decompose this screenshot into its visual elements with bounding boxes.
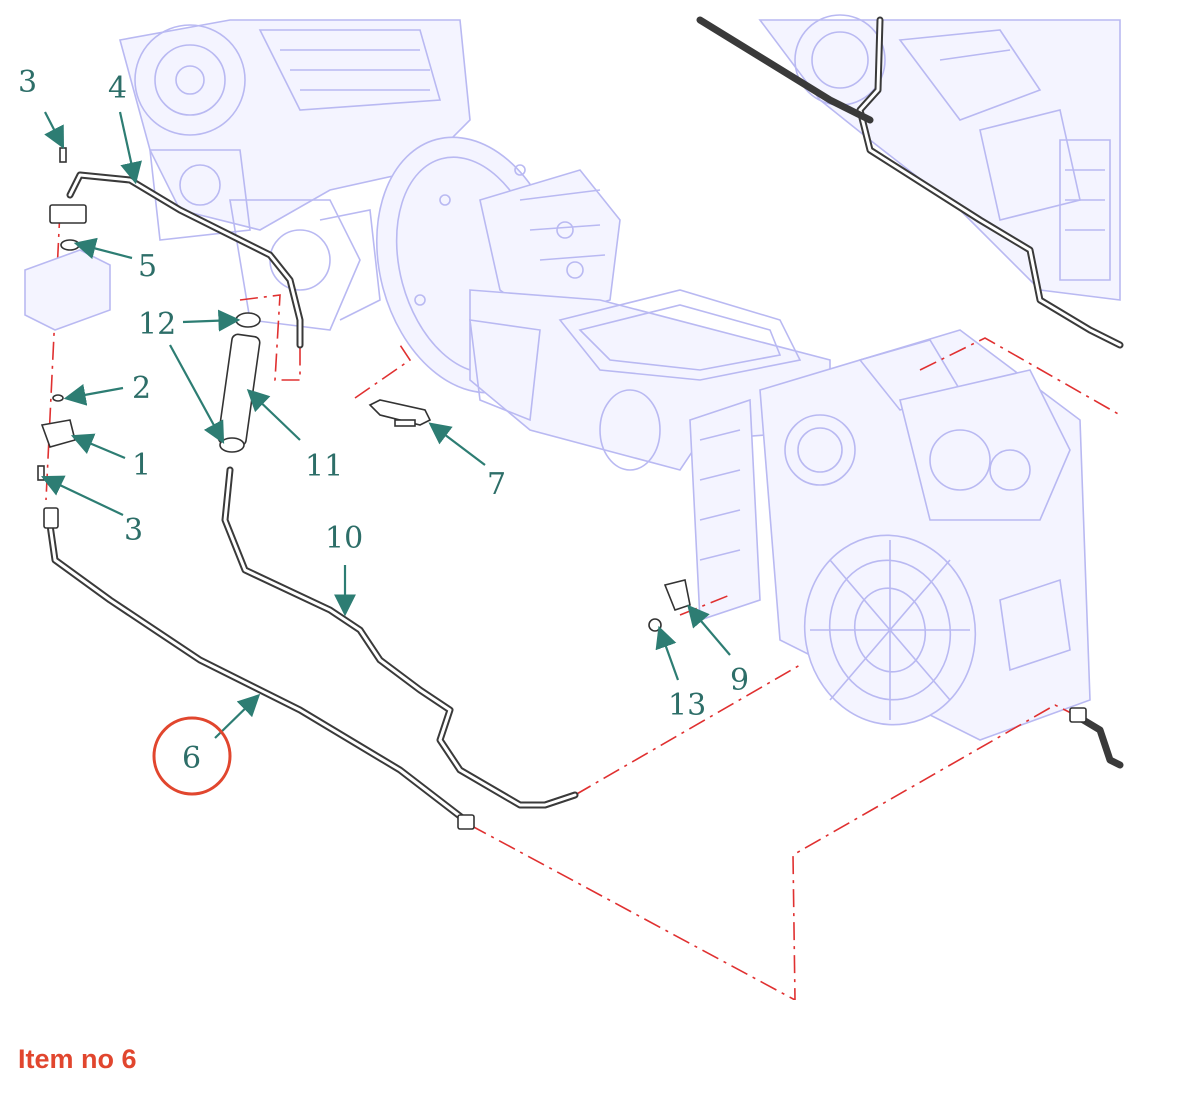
pipe-10 [221, 466, 579, 809]
callout-2: 2 [132, 371, 151, 406]
callout-4: 4 [108, 71, 127, 106]
callout-arrows [41, 111, 731, 739]
callout-6: 6 [182, 741, 201, 776]
callout-11: 11 [305, 449, 343, 484]
callout-7: 7 [487, 467, 506, 502]
callout-1: 1 [132, 448, 151, 483]
hose-11 [217, 312, 261, 453]
clamp-7 [368, 399, 432, 427]
pipe-6 [43, 507, 475, 830]
exploded-parts-diagram: 3 4 5 12 2 1 11 7 3 10 9 13 6 [18, 14, 1124, 1000]
pipe-right-upper [696, 16, 1124, 349]
item-6-highlight-circle [152, 716, 232, 796]
sensor-block [24, 147, 111, 481]
bracket-9-bolt-13 [648, 579, 691, 632]
callout-13: 13 [668, 688, 706, 723]
item-caption: Item no 6 [18, 1044, 137, 1074]
pipe-4 [66, 171, 304, 349]
callout-3-top: 3 [18, 65, 37, 100]
callout-12: 12 [138, 307, 176, 342]
engine-block-drawing [118, 14, 1121, 741]
callout-3-bottom: 3 [124, 513, 143, 548]
pipe-right-lower [1069, 707, 1124, 769]
callout-5: 5 [138, 249, 157, 284]
callout-10: 10 [325, 521, 363, 556]
callout-labels: 3 4 5 12 2 1 11 7 3 10 9 13 6 [18, 65, 749, 776]
callout-9: 9 [730, 663, 749, 698]
